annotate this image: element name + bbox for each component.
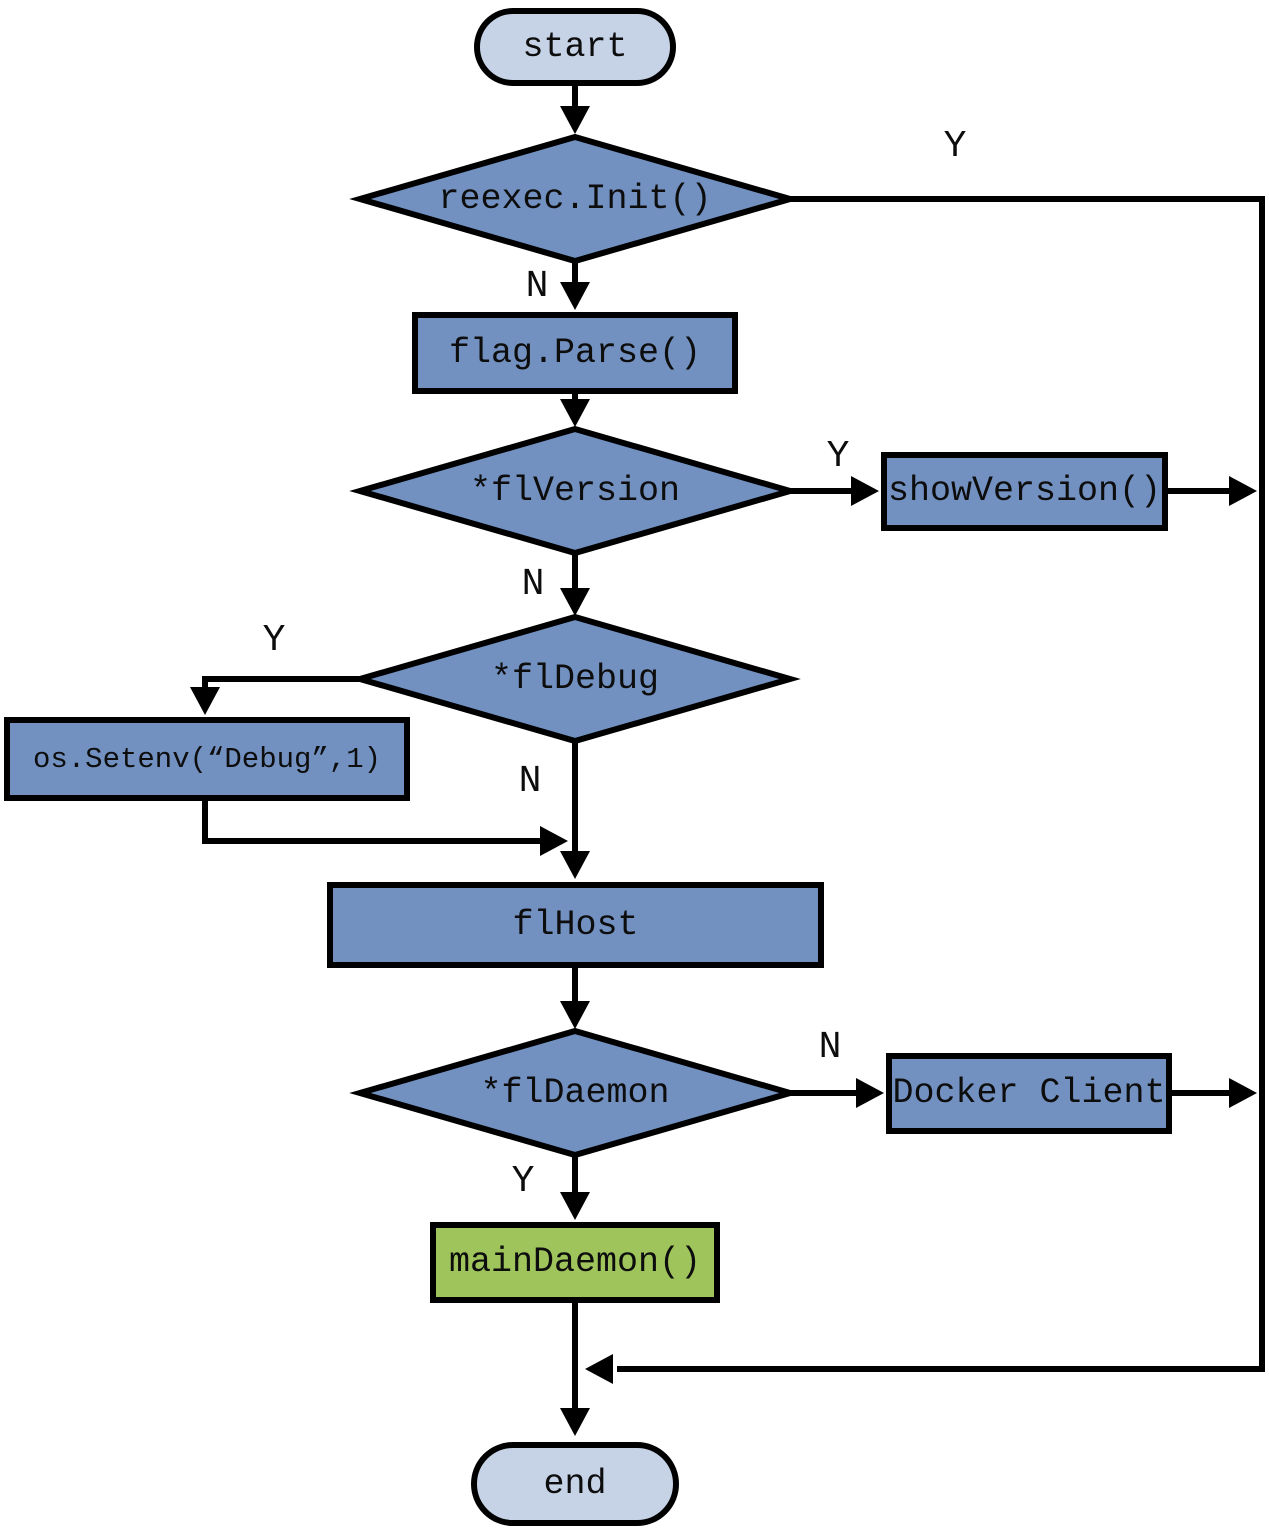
node-docker-client: Docker Client [886, 1053, 1172, 1134]
arrowhead [560, 282, 590, 310]
node-start-label: start [522, 26, 628, 67]
arrowhead [560, 106, 590, 134]
arrowhead [560, 1192, 590, 1220]
node-main-daemon: mainDaemon() [430, 1222, 720, 1303]
node-start: start [474, 8, 676, 86]
node-show-version: showVersion() [881, 452, 1168, 531]
decision-fl-version-label: *flVersion [469, 470, 681, 511]
node-fl-host-label: flHost [512, 904, 639, 945]
decision-fl-daemon-label: *flDaemon [480, 1072, 670, 1113]
arrowhead [560, 1001, 590, 1029]
node-docker-client-label: Docker Client [892, 1073, 1166, 1113]
node-fl-host: flHost [327, 882, 824, 968]
arrowhead [1229, 476, 1257, 506]
edge-label-debug-yes: Y [262, 619, 286, 662]
decision-reexec-init-label: reexec.Init() [438, 178, 712, 219]
edge-label-reexec-no: N [525, 265, 549, 308]
node-os-setenv: os.Setenv(“Debug”,1) [4, 717, 410, 801]
edge-fldebug-yes [202, 676, 360, 691]
node-flag-parse-label: flag.Parse() [448, 332, 702, 373]
node-os-setenv-label: os.Setenv(“Debug”,1) [32, 742, 382, 776]
node-end: end [471, 1442, 679, 1526]
decision-fl-debug-label: *flDebug [490, 658, 660, 699]
node-main-daemon-label: mainDaemon() [448, 1242, 702, 1282]
edge-ossetenv-merge [202, 800, 544, 844]
edge-label-version-no: N [521, 563, 545, 606]
arrowhead [1229, 1078, 1257, 1108]
node-show-version-label: showVersion() [887, 471, 1162, 511]
arrowhead [560, 588, 590, 616]
node-end-label: end [543, 1463, 607, 1504]
edge-label-reexec-yes: Y [943, 125, 967, 168]
edge-reexec-yes-rail [617, 196, 1265, 1372]
arrowhead [851, 476, 879, 506]
edge-label-daemon-yes: Y [511, 1160, 535, 1203]
edge-label-version-yes: Y [826, 435, 850, 478]
arrowhead [560, 851, 590, 879]
edge-label-daemon-no: N [818, 1026, 842, 1069]
arrowhead [560, 1408, 590, 1436]
arrowhead [540, 826, 568, 856]
arrowhead [856, 1078, 884, 1108]
arrowhead [560, 399, 590, 427]
edge-label-debug-no: N [518, 760, 542, 803]
node-flag-parse: flag.Parse() [412, 312, 738, 394]
arrowhead [585, 1354, 613, 1384]
arrowhead [190, 687, 220, 715]
